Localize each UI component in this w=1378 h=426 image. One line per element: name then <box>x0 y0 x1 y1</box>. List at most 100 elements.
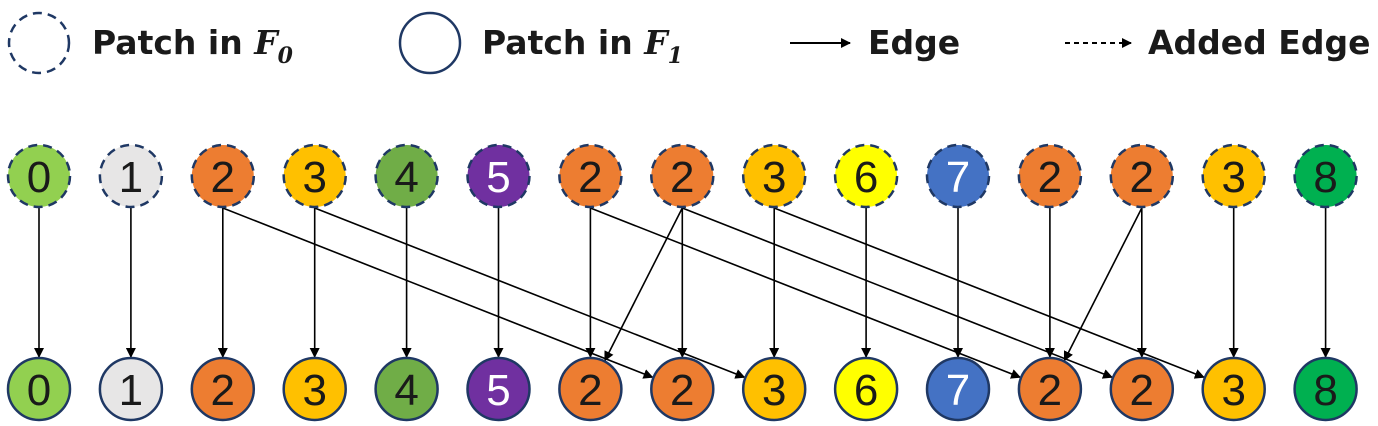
f0-patch-node: 6 <box>833 143 899 209</box>
f0-patch-node-label: 7 <box>946 153 970 202</box>
f1-patch-node-circle <box>190 356 256 422</box>
f1-patch-node-label: 3 <box>762 366 786 415</box>
f1-patch-node-label: 4 <box>394 366 418 415</box>
f1-patch-node-label: 0 <box>27 366 51 415</box>
f0-patch-node-label: 4 <box>394 153 418 202</box>
f1-patch-node: 3 <box>282 356 347 422</box>
edge-arrow <box>773 207 1205 379</box>
f0-patch-node-label: 3 <box>1221 153 1245 202</box>
f0-patch-node-label: 2 <box>578 153 602 202</box>
f1-patch-node-circle <box>558 356 623 422</box>
f1-patch-node-label: 1 <box>119 366 143 415</box>
f0-patch-node-label: 8 <box>1313 153 1337 202</box>
f0-patch-node: 3 <box>1201 143 1266 209</box>
f0-patch-node-label: 3 <box>302 153 326 202</box>
f0-patch-node-circle <box>98 143 164 209</box>
f1-patch-node: 2 <box>190 356 256 422</box>
edge-arrow <box>590 207 1022 379</box>
f0-patch-node-label: 5 <box>486 153 510 202</box>
f0-patch-node-circle <box>558 143 623 209</box>
f0-patch-node: 7 <box>925 143 991 209</box>
f1-patch-node-circle <box>374 356 439 422</box>
f0-patch-node-circle <box>374 143 439 209</box>
f1-patch-node-label: 2 <box>1038 366 1062 415</box>
f0-patch-node-circle <box>925 143 991 209</box>
f0-patch-node-circle <box>741 143 807 209</box>
f1-patch-node-circle <box>98 356 164 422</box>
edge-arrow <box>314 207 746 379</box>
f0-patch-node-circle <box>282 143 347 209</box>
f1-patch-node: 6 <box>833 356 899 422</box>
f1-patch-node: 2 <box>1109 356 1175 422</box>
legend-f1-label: Patch in F1 <box>482 23 683 69</box>
f1-patch-row: 0 1 2 3 4 5 2 2 3 6 7 2 2 3 8 <box>6 356 1358 422</box>
f1-patch-node-label: 6 <box>854 366 878 415</box>
f1-patch-node: 4 <box>374 356 439 422</box>
f0-patch-node: 4 <box>374 143 439 209</box>
f0-patch-node: 2 <box>650 143 715 209</box>
f1-patch-node-label: 7 <box>946 366 970 415</box>
f0-patch-node-circle <box>190 143 256 209</box>
f1-patch-node-circle <box>650 356 715 422</box>
f1-patch-node: 2 <box>558 356 623 422</box>
f0-patch-row: 0 1 2 3 4 5 2 2 3 6 7 2 2 3 8 <box>6 143 1358 209</box>
f0-patch-node-label: 3 <box>762 153 786 202</box>
f1-patch-node-circle <box>6 356 72 422</box>
f1-patch-node: 1 <box>98 356 164 422</box>
edge-group <box>34 207 1331 379</box>
f1-patch-node: 0 <box>6 356 72 422</box>
legend-f0-label: Patch in F0 <box>92 23 294 69</box>
f1-patch-node-circle <box>1293 356 1358 422</box>
f0-patch-node: 0 <box>6 143 72 209</box>
f1-patch-node-label: 2 <box>578 366 602 415</box>
f0-patch-node-circle <box>1109 143 1175 209</box>
f0-patch-node-label: 2 <box>670 153 694 202</box>
edge-arrow <box>222 207 654 379</box>
f0-patch-node-circle <box>466 143 531 209</box>
edge-arrow <box>604 207 684 362</box>
f0-patch-node-label: 2 <box>1038 153 1062 202</box>
f0-patch-node-label: 2 <box>1130 153 1154 202</box>
f0-patch-node-label: 2 <box>211 153 235 202</box>
f1-patch-node-circle <box>833 356 899 422</box>
f0-patch-node-label: 6 <box>854 153 878 202</box>
f0-patch-node-label: 0 <box>27 153 51 202</box>
f1-patch-node: 8 <box>1293 356 1358 422</box>
f0-patch-node: 2 <box>1017 143 1083 209</box>
f0-patch-node: 3 <box>282 143 347 209</box>
f1-patch-node: 2 <box>1017 356 1083 422</box>
f1-patch-node: 3 <box>1201 356 1266 422</box>
f0-patch-node: 1 <box>98 143 164 209</box>
legend-solid-circle-icon <box>398 11 462 75</box>
edge-arrow <box>1063 207 1143 362</box>
f1-patch-node-circle <box>1201 356 1266 422</box>
f1-patch-node-label: 2 <box>670 366 694 415</box>
legend-edge-label: Edge <box>868 23 960 62</box>
f1-patch-node-circle <box>741 356 807 422</box>
f1-patch-node-label: 8 <box>1313 366 1337 415</box>
f1-patch-node-circle <box>925 356 991 422</box>
f0-patch-node: 8 <box>1293 143 1358 209</box>
legend-dashed-circle-icon <box>7 11 71 75</box>
f0-patch-node-circle <box>833 143 899 209</box>
f1-patch-node-label: 3 <box>1221 366 1245 415</box>
f0-patch-node: 2 <box>1109 143 1175 209</box>
f0-patch-node-circle <box>650 143 715 209</box>
f0-patch-node-circle <box>6 143 72 209</box>
f1-patch-node: 2 <box>650 356 715 422</box>
f1-patch-node-label: 5 <box>486 366 510 415</box>
f1-patch-node-circle <box>1109 356 1175 422</box>
f0-patch-node: 2 <box>190 143 256 209</box>
f1-patch-node: 7 <box>925 356 991 422</box>
legend: Patch in F0 Patch in F1 Edge Added Edge <box>7 11 1370 75</box>
f0-patch-node-circle <box>1017 143 1083 209</box>
f1-patch-node-circle <box>466 356 531 422</box>
f0-patch-node-circle <box>1201 143 1266 209</box>
f1-patch-node: 5 <box>466 356 531 422</box>
f1-patch-node-label: 2 <box>211 366 235 415</box>
f0-patch-node: 3 <box>741 143 807 209</box>
f0-patch-node-label: 1 <box>119 153 143 202</box>
f1-patch-node-label: 2 <box>1130 366 1154 415</box>
f1-patch-node-label: 3 <box>302 366 326 415</box>
